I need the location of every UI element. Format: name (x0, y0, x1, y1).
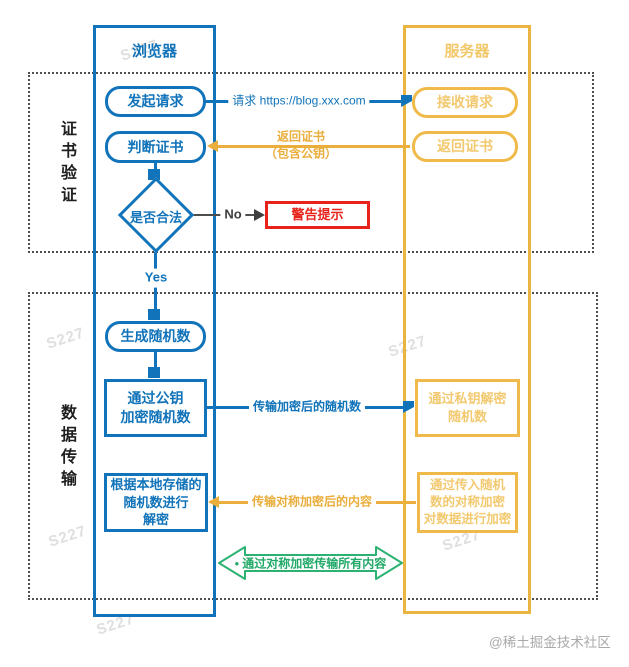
node-return-certificate: 返回证书 (412, 131, 518, 162)
edge-request-arrowhead (401, 95, 412, 107)
edge-no-arrowhead (254, 209, 265, 221)
decision-is-valid-label: 是否合法 (129, 210, 182, 225)
server-lane: 服务器 (403, 25, 531, 614)
section-label-data-transmission: 数据传输 (58, 404, 75, 492)
edge-random-to-encrypt-arrowhead (148, 367, 160, 378)
edge-send-content-label: 传输对称加密后的内容 (247, 493, 377, 511)
node-decrypt-with-private-key: 通过私钥解密 随机数 (415, 379, 520, 437)
edge-no-label: No (220, 205, 246, 225)
node-generate-random: 生成随机数 (105, 321, 206, 352)
edge-send-random-arrowhead (403, 401, 414, 413)
edge-random-to-encrypt-line (154, 352, 157, 368)
node-symmetric-encrypt-data: 通过传入随机 数的对称加密 对数据进行加密 (417, 472, 518, 533)
edge-send-random-label: 传输加密后的随机数 (248, 398, 366, 416)
node-warning: 警告提示 (265, 201, 370, 229)
edge-yes-label: Yes (140, 268, 172, 288)
node-encrypt-with-public-key: 通过公钥 加密随机数 (104, 379, 207, 437)
credit-watermark: @稀土掘金技术社区 (489, 635, 611, 650)
node-receive-request: 接收请求 (412, 87, 518, 118)
section-label-certificate-verification: 证书验证 (58, 120, 75, 208)
node-initiate-request: 发起请求 (105, 86, 206, 117)
server-lane-title: 服务器 (444, 43, 490, 60)
edge-return-cert-line (218, 145, 410, 148)
section-frame-data-transmission (28, 292, 598, 600)
edge-judge-to-valid-line (154, 163, 157, 170)
edge-return-cert-label: 返回证书 （包含公钥） (264, 129, 338, 161)
node-decrypt-with-local-random: 根据本地存储的 随机数进行 解密 (104, 473, 208, 532)
edge-judge-to-valid-arrowhead (148, 169, 160, 180)
browser-lane: 浏览器 (93, 25, 216, 617)
section-frame-certificate-verification (28, 72, 594, 253)
edge-send-content-arrowhead (208, 496, 219, 508)
browser-lane-title: 浏览器 (131, 43, 177, 60)
edge-yes-arrowhead (148, 309, 160, 320)
symmetric-transfer-label: • 通过对称加密传输所有内容 (234, 556, 387, 571)
node-judge-certificate: 判断证书 (105, 131, 206, 163)
edge-return-cert-arrowhead (207, 140, 218, 152)
symmetric-transfer-arrow: • 通过对称加密传输所有内容 (218, 545, 403, 581)
double-arrow-icon (218, 546, 403, 580)
edge-request-label: 请求 https://blog.xxx.com (228, 92, 370, 110)
